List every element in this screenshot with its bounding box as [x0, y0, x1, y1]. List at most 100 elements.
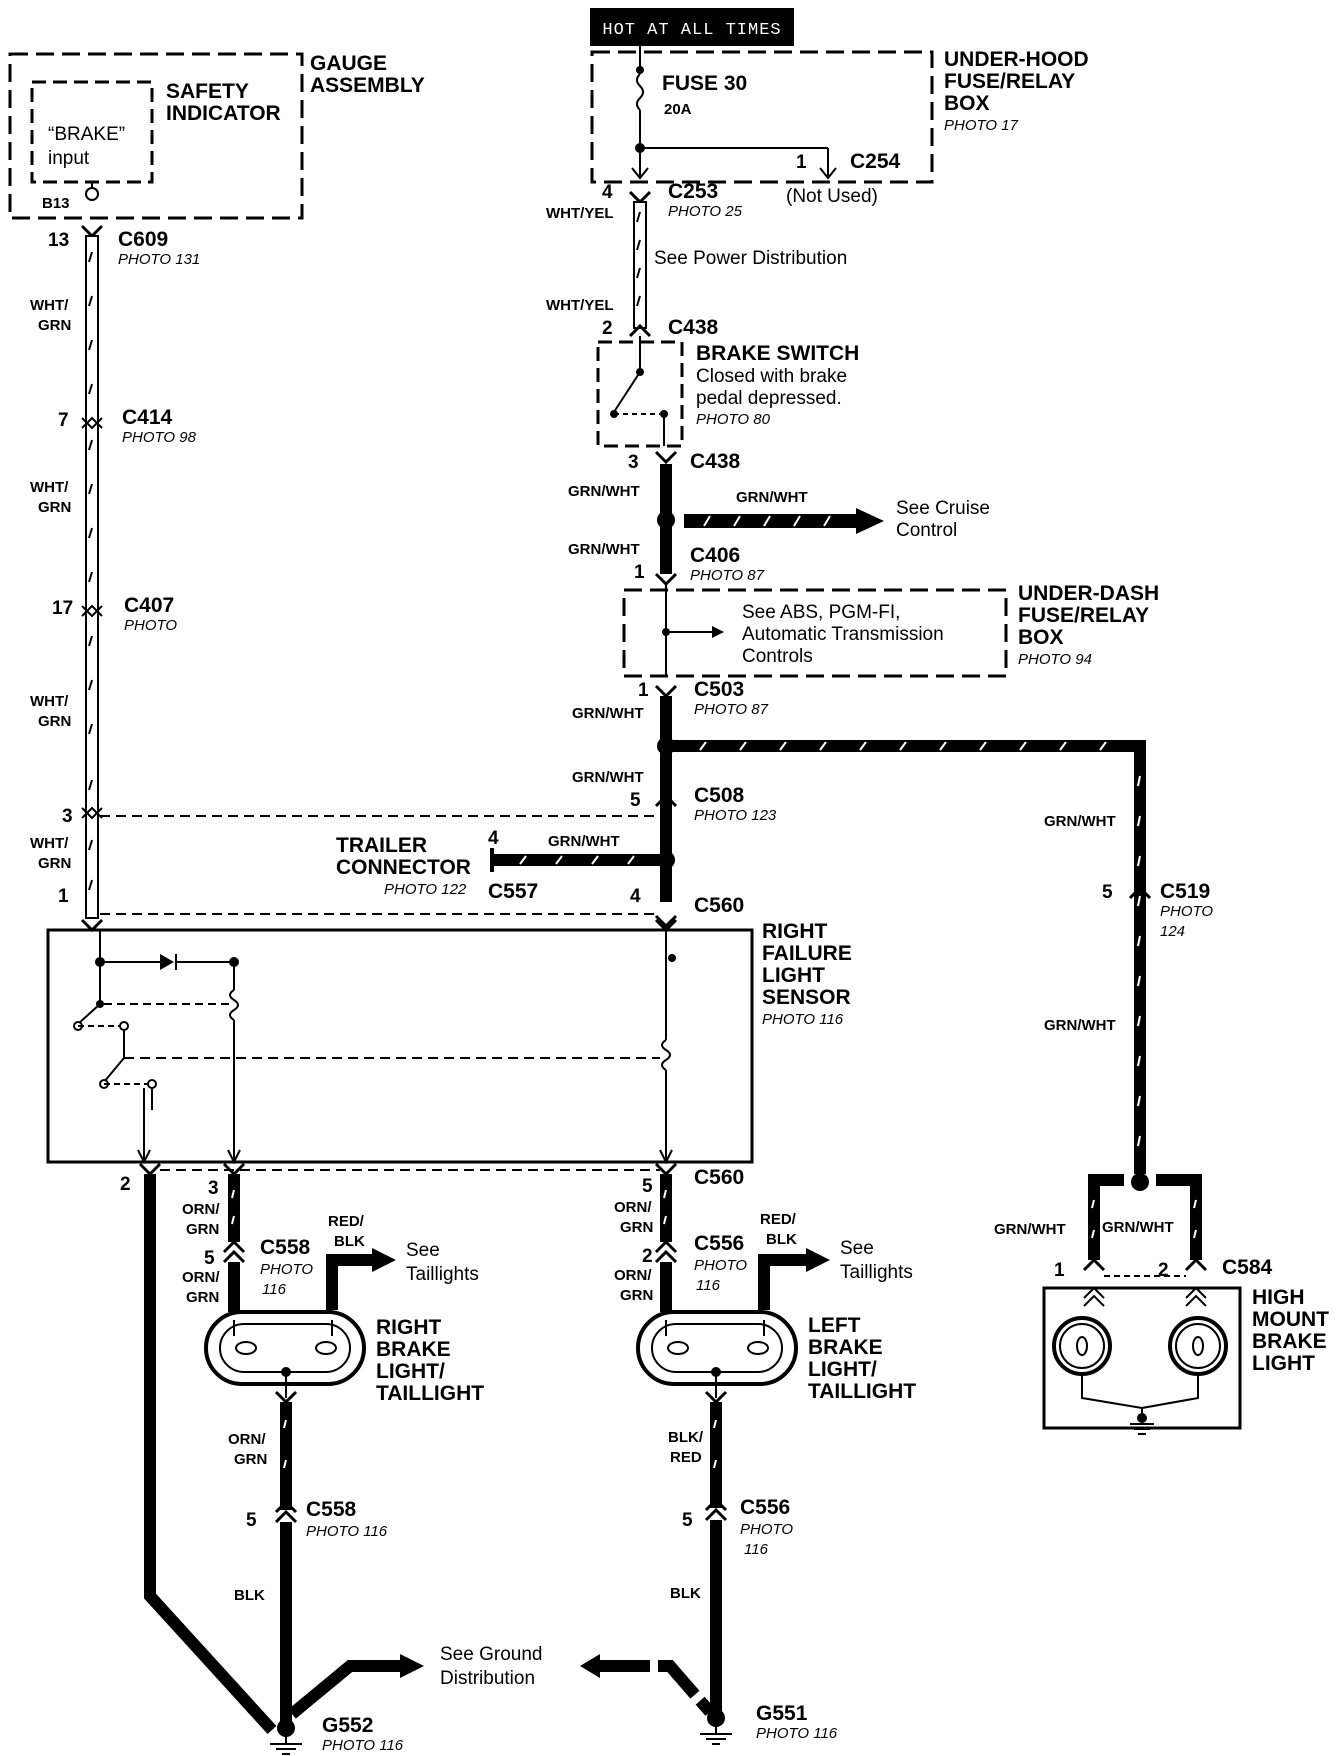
svg-text:1: 1 — [1054, 1260, 1065, 1281]
svg-text:PHOTO 123: PHOTO 123 — [694, 807, 777, 824]
svg-text:Controls: Controls — [742, 646, 813, 667]
svg-text:LIGHT/: LIGHT/ — [808, 1358, 877, 1381]
svg-text:BRAKE SWITCH: BRAKE SWITCH — [696, 342, 859, 365]
svg-text:GRN/WHT: GRN/WHT — [1044, 1017, 1116, 1034]
svg-text:BLK: BLK — [766, 1231, 797, 1248]
svg-text:GRN: GRN — [38, 713, 71, 730]
svg-text:C406: C406 — [690, 544, 740, 567]
svg-text:GRN: GRN — [38, 317, 71, 334]
svg-text:PHOTO 25: PHOTO 25 — [668, 203, 743, 220]
svg-text:PHOTO 87: PHOTO 87 — [690, 567, 765, 584]
svg-text:C438: C438 — [690, 450, 741, 473]
svg-text:input: input — [48, 148, 90, 169]
svg-text:GRN: GRN — [186, 1221, 219, 1238]
svg-text:C407: C407 — [124, 594, 174, 617]
svg-text:WHT/: WHT/ — [30, 297, 69, 314]
svg-text:See: See — [840, 1238, 874, 1259]
svg-text:ASSEMBLY: ASSEMBLY — [310, 74, 425, 97]
c406-connector: 1 C406 PHOTO 87 — [634, 544, 765, 587]
power-wire-wht-yel: See Power Distribution WHT/YEL — [546, 201, 847, 329]
svg-text:pedal depressed.: pedal depressed. — [696, 388, 842, 409]
svg-text:C503: C503 — [694, 678, 744, 701]
svg-text:3: 3 — [62, 806, 73, 827]
svg-text:See Cruise: See Cruise — [896, 498, 990, 519]
svg-text:SAFETY: SAFETY — [166, 80, 249, 103]
svg-text:C253: C253 — [668, 180, 718, 203]
svg-text:1: 1 — [796, 152, 807, 173]
svg-text:PHOTO 17: PHOTO 17 — [944, 117, 1019, 134]
svg-text:5: 5 — [682, 1510, 693, 1531]
svg-text:C556: C556 — [694, 1232, 744, 1255]
svg-text:4: 4 — [488, 828, 499, 849]
svg-text:HIGH: HIGH — [1252, 1286, 1305, 1309]
svg-text:BOX: BOX — [944, 92, 990, 115]
svg-text:B13: B13 — [42, 195, 70, 212]
c560-top-connector: 4 C560 — [630, 886, 744, 929]
svg-text:FAILURE: FAILURE — [762, 942, 852, 965]
svg-text:2: 2 — [642, 1246, 653, 1267]
svg-text:TAILLIGHT: TAILLIGHT — [808, 1380, 916, 1403]
svg-text:BRAKE: BRAKE — [376, 1338, 451, 1361]
svg-text:C414: C414 — [122, 406, 173, 429]
svg-text:7: 7 — [58, 410, 69, 431]
svg-text:PHOTO 94: PHOTO 94 — [1018, 651, 1092, 668]
svg-text:Control: Control — [896, 520, 957, 541]
svg-text:116: 116 — [696, 1277, 721, 1294]
svg-text:5: 5 — [246, 1510, 257, 1531]
svg-text:(Not Used): (Not Used) — [786, 186, 878, 207]
svg-text:RIGHT: RIGHT — [762, 920, 828, 943]
svg-text:PHOTO 80: PHOTO 80 — [696, 411, 771, 428]
right-failure-light-sensor: RIGHT FAILURE LIGHT SENSOR PHOTO 116 — [46, 918, 852, 1165]
svg-text:BLK: BLK — [234, 1587, 265, 1604]
left-signal-wire: 13 C609 PHOTO 131 WHT/ GRN 7 C414 PHOTO … — [30, 224, 200, 919]
svg-text:ORN/: ORN/ — [228, 1431, 266, 1448]
svg-text:13: 13 — [48, 230, 69, 251]
ground-distribution: See Ground Distribution — [288, 1644, 715, 1719]
svg-text:5: 5 — [204, 1248, 215, 1269]
svg-text:Distribution: Distribution — [440, 1668, 535, 1689]
svg-text:See Ground: See Ground — [440, 1644, 542, 1665]
svg-text:GRN/WHT: GRN/WHT — [1102, 1219, 1174, 1236]
svg-text:GRN/WHT: GRN/WHT — [1044, 813, 1116, 830]
svg-text:C558: C558 — [306, 1498, 357, 1521]
svg-text:GRN/WHT: GRN/WHT — [572, 705, 644, 722]
svg-text:124: 124 — [1160, 923, 1185, 940]
svg-text:C609: C609 — [118, 228, 168, 251]
svg-text:1: 1 — [58, 886, 69, 907]
svg-text:PHOTO: PHOTO — [124, 617, 177, 634]
right-brake-light-chain: 3 ORN/ GRN 5 C558 PHOTO 116 ORN/ GRN RED… — [182, 1162, 484, 1726]
svg-text:17: 17 — [52, 598, 73, 619]
svg-text:GAUGE: GAUGE — [310, 52, 387, 75]
svg-text:BLK: BLK — [334, 1233, 365, 1250]
svg-text:G551: G551 — [756, 1702, 808, 1725]
svg-text:C558: C558 — [260, 1236, 311, 1259]
svg-text:WHT/YEL: WHT/YEL — [546, 297, 614, 314]
svg-text:2: 2 — [1158, 1260, 1169, 1281]
svg-text:4: 4 — [602, 182, 613, 203]
svg-text:PHOTO 98: PHOTO 98 — [122, 429, 197, 446]
svg-text:GRN/WHT: GRN/WHT — [736, 489, 808, 506]
svg-text:UNDER-DASH: UNDER-DASH — [1018, 582, 1159, 605]
svg-text:PHOTO 131: PHOTO 131 — [118, 251, 200, 268]
svg-text:C519: C519 — [1160, 880, 1210, 903]
svg-text:INDICATOR: INDICATOR — [166, 102, 281, 125]
svg-text:LEFT: LEFT — [808, 1314, 861, 1337]
svg-text:3: 3 — [628, 452, 639, 473]
c560-bottom-connector: 5 C560 — [642, 1162, 744, 1197]
svg-text:116: 116 — [744, 1541, 769, 1558]
gauge-assembly: GAUGE ASSEMBLY SAFETY INDICATOR “BRAKE” … — [8, 52, 425, 220]
svg-text:C254: C254 — [850, 150, 901, 173]
svg-text:WHT/: WHT/ — [30, 835, 69, 852]
svg-text:C508: C508 — [694, 784, 745, 807]
svg-text:PHOTO 122: PHOTO 122 — [384, 881, 467, 898]
svg-text:CONNECTOR: CONNECTOR — [336, 856, 471, 879]
sensor-ground-wire: 2 — [120, 1162, 277, 1735]
svg-text:PHOTO 116: PHOTO 116 — [306, 1523, 388, 1540]
hot-at-all-times-banner: HOT AT ALL TIMES — [590, 8, 794, 46]
svg-text:RIGHT: RIGHT — [376, 1316, 442, 1339]
svg-text:GRN: GRN — [620, 1287, 653, 1304]
svg-text:C560: C560 — [694, 894, 744, 917]
main-wire-grn-wht: GRN/WHT GRN/WHT See Cruise Control GRN/W… — [568, 464, 990, 574]
high-mount-brake-light: GRN/WHT GRN/WHT 1 2 C584 HIGH MOUNT BRAK… — [994, 1173, 1329, 1435]
